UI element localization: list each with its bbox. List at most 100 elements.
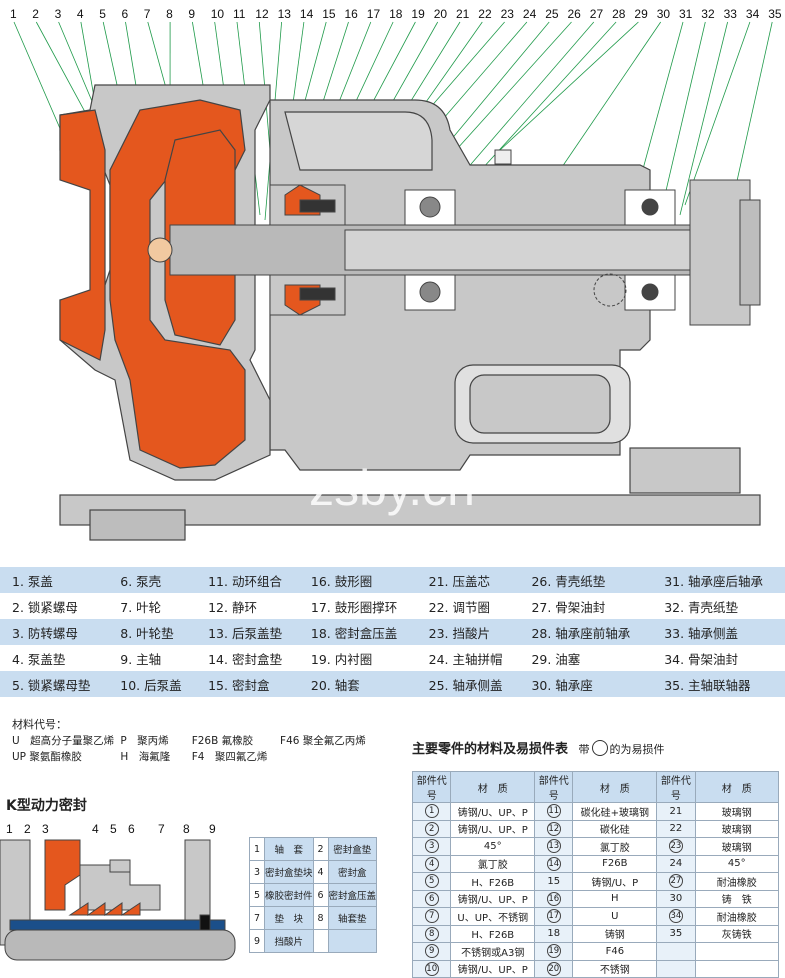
k-part-number: 8 (313, 907, 328, 930)
part-code: 13 (535, 838, 573, 856)
part-entry: 34. 骨架油封 (652, 645, 785, 671)
k-part-number: 1 (250, 838, 265, 861)
material-codes-line2: UP 聚氨酯橡胶 H 海氟隆 F4 聚四氟乙烯 (12, 749, 267, 764)
material-codes-line1: U 超高分子量聚乙烯 P 聚丙烯 F26B 氟橡胶 F46 聚全氟乙丙烯 (12, 733, 366, 748)
callout-number: 29 (634, 7, 648, 21)
part-entry: 26. 青壳纸垫 (519, 567, 652, 593)
part-code: 5 (413, 873, 451, 891)
callout-number: 28 (612, 7, 626, 21)
part-entry: 27. 骨架油封 (519, 593, 652, 619)
part-entry: 3. 防转螺母 (0, 619, 108, 645)
part-entry: 10. 后泵盖 (108, 671, 196, 697)
part-entry: 29. 油塞 (519, 645, 652, 671)
material: 氯丁胶 (451, 855, 535, 873)
material: 碳化硅 (573, 820, 657, 838)
material (695, 943, 778, 961)
note-prefix: 带 (579, 743, 590, 756)
wear-part-circle: 4 (425, 857, 439, 871)
wear-part-circle: 12 (547, 822, 561, 836)
material: 玻璃钢 (695, 820, 778, 838)
leader-line (665, 22, 705, 195)
k-part-name: 密封盒 (328, 861, 377, 884)
callout-number: 17 (367, 7, 381, 21)
circle-mark-icon (592, 740, 608, 756)
part-entry: 1. 泵盖 (0, 567, 108, 593)
part-entry: 12. 静环 (196, 593, 299, 619)
part-entry: 25. 轴承侧盖 (417, 671, 520, 697)
callout-number: 6 (122, 7, 129, 21)
part-code: 21 (657, 803, 695, 821)
part-entry: 13. 后泵盖垫 (196, 619, 299, 645)
callout-number: 15 (322, 7, 336, 21)
k-part-name: 轴 套 (265, 838, 314, 861)
part-code: 3 (413, 838, 451, 856)
wear-part-circle: 11 (547, 804, 561, 818)
callout-number: 7 (144, 7, 151, 21)
part-entry: 35. 主轴联轴器 (652, 671, 785, 697)
material-code: UP 聚氨酯橡胶 (12, 749, 117, 764)
callout-number: 13 (278, 7, 292, 21)
wear-part-circle: 1 (425, 804, 439, 818)
wear-part-circle: 13 (547, 839, 561, 853)
callout-number: 21 (456, 7, 470, 21)
part-entry: 14. 密封盒垫 (196, 645, 299, 671)
k-part-number: 5 (250, 884, 265, 907)
part-code: 24 (657, 855, 695, 873)
callout-number: 35 (768, 7, 782, 21)
part-entry: 6. 泵壳 (108, 567, 196, 593)
material-code: F26B 氟橡胶 (192, 733, 277, 748)
part-entry: 16. 鼓形圈 (299, 567, 417, 593)
k-part-number (313, 930, 328, 953)
leader-line (14, 22, 65, 140)
callout-number: 10 (211, 7, 225, 21)
k-seal-callout-number: 8 (183, 822, 190, 836)
k-seal-callout-number: 3 (42, 822, 49, 836)
part-code: 2 (413, 820, 451, 838)
part-entry: 7. 叶轮 (108, 593, 196, 619)
material: 耐油橡胶 (695, 908, 778, 926)
wear-part-circle: 6 (425, 892, 439, 906)
material: 碳化硅+玻璃钢 (573, 803, 657, 821)
k-seal-title: K型动力密封 (6, 795, 87, 815)
part-code: 7 (413, 908, 451, 926)
k-part-number: 7 (250, 907, 265, 930)
part-code: 4 (413, 855, 451, 873)
part-entry: 18. 密封盒压盖 (299, 619, 417, 645)
material: 铸钢 (573, 925, 657, 943)
wear-part-circle: 9 (425, 944, 439, 958)
column-header: 部件代号 (535, 772, 573, 803)
k-seal-callout-number: 7 (158, 822, 165, 836)
material: U、UP、不锈钢 (451, 908, 535, 926)
k-part-name: 橡胶密封件 (265, 884, 314, 907)
wear-part-circle: 7 (425, 909, 439, 923)
wear-part-circle: 27 (669, 874, 683, 888)
callout-number: 19 (411, 7, 425, 21)
k-part-name: 垫 块 (265, 907, 314, 930)
k-seal-callout-number: 9 (209, 822, 216, 836)
part-code (657, 943, 695, 961)
part-entry: 8. 叶轮垫 (108, 619, 196, 645)
material: 玻璃钢 (695, 838, 778, 856)
material: 铸 铁 (695, 890, 778, 908)
pump-casing (60, 85, 270, 480)
callout-number: 9 (188, 7, 195, 21)
wear-part-circle: 23 (669, 839, 683, 853)
column-header: 部件代号 (657, 772, 695, 803)
part-entry: 22. 调节圈 (417, 593, 520, 619)
k-part-name (328, 930, 377, 953)
k-part-name: 挡酸片 (265, 930, 314, 953)
materials-table-title: 主要零件的材料及易损件表 带的为易损件 (412, 738, 665, 757)
k-part-name: 密封盒垫块 (265, 861, 314, 884)
callout-number: 33 (724, 7, 738, 21)
